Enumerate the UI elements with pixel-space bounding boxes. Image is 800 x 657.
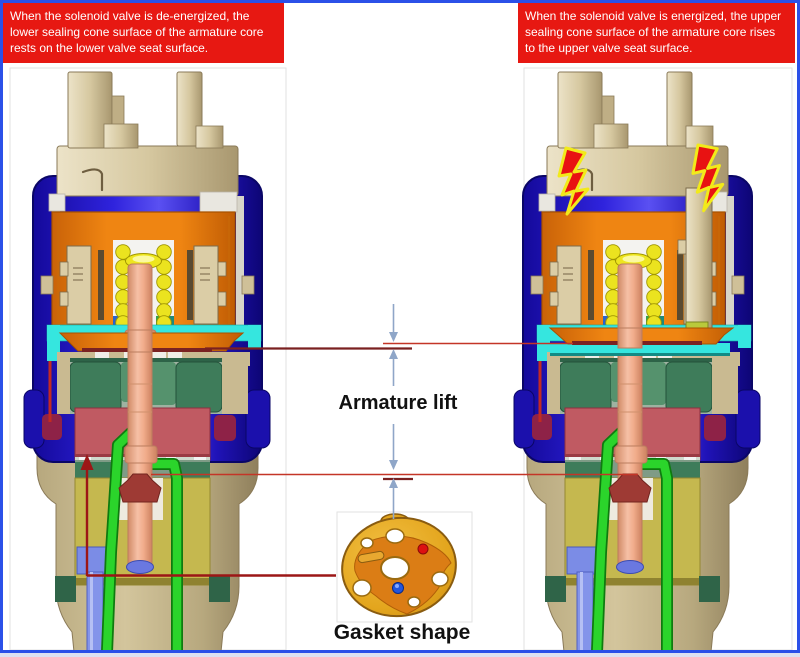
bottom-margin	[0, 653, 800, 657]
armature-lift-upper-dimension	[205, 304, 573, 386]
lightning-bolt-icon	[691, 143, 725, 213]
armature-disc-raised	[548, 327, 735, 356]
caption-energized: When the solenoid valve is energized, th…	[518, 3, 795, 63]
lightning-bolt-icon	[557, 146, 590, 216]
gasket-leader-arrow	[80, 454, 336, 577]
armature-lift-lower-dimension	[151, 424, 638, 519]
gasket-red-port	[417, 543, 429, 555]
gasket-shape-label: Gasket shape	[333, 621, 471, 644]
caption-deenergized: When the solenoid valve is de-energized,…	[3, 3, 284, 63]
armature-core-raised	[685, 187, 713, 331]
gasket-illustration	[341, 513, 457, 618]
valve-deenergized-illustration	[24, 72, 270, 652]
gasket-blue-port	[392, 582, 404, 594]
armature-disc-lowered	[58, 329, 245, 353]
valve-energized-illustration	[514, 72, 760, 652]
armature-lift-label: Armature lift	[338, 392, 458, 414]
